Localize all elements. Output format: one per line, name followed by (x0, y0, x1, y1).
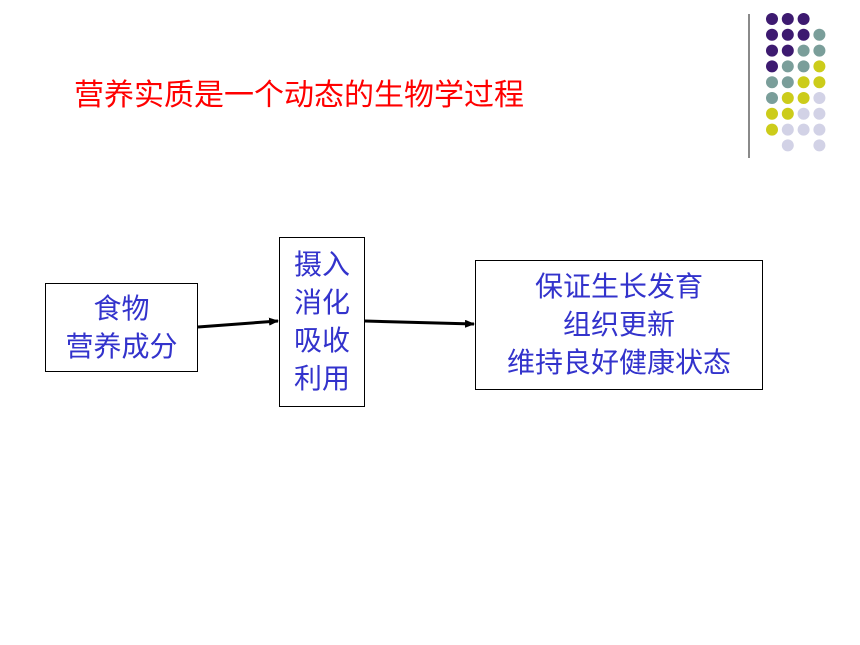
arrow-food-to-process (197, 317, 279, 329)
decorative-dot (766, 123, 778, 136)
decorative-dot (813, 44, 826, 57)
decorative-dot (797, 92, 810, 104)
decorative-dot (797, 60, 810, 73)
outcome-growth: 保证生长发育 (534, 270, 703, 303)
decorative-dot (781, 76, 794, 89)
food-nutrients-box: 食物 营养成分 (45, 283, 198, 372)
decorative-dot (766, 76, 778, 89)
decorative-dot (813, 92, 826, 104)
decorative-dot (813, 60, 826, 73)
decorative-dot (766, 28, 778, 41)
decorative-dot (797, 123, 810, 136)
outcomes-box: 保证生长发育 组织更新 维持良好健康状态 (475, 260, 763, 390)
decorative-dot (781, 13, 794, 25)
decorative-dot (797, 107, 810, 120)
decorative-dot (797, 76, 810, 89)
decorative-dot (813, 107, 826, 120)
arrow-process-to-outcomes (364, 319, 475, 328)
decorative-dot (813, 28, 826, 41)
decorative-dot (781, 28, 794, 41)
decorative-dot (781, 92, 794, 104)
process-step-absorption: 吸收 (293, 324, 350, 357)
decorative-dot (781, 139, 794, 152)
process-steps-box: 摄入 消化 吸收 利用 (279, 237, 365, 407)
decorative-dot (781, 60, 794, 73)
decorative-dot (766, 44, 778, 57)
decorative-dot (797, 28, 810, 41)
title-divider-line (748, 14, 750, 158)
decorative-dot (797, 44, 810, 57)
outcome-health: 维持良好健康状态 (506, 346, 731, 379)
slide-title: 营养实质是一个动态的生物学过程 (74, 78, 524, 113)
food-nutrients-line-2: 营养成分 (65, 329, 178, 363)
outcome-tissue-renewal: 组织更新 (562, 308, 675, 341)
decorative-dot (781, 44, 794, 57)
decorative-dot-grid (766, 13, 826, 152)
decorative-dot (797, 13, 810, 25)
process-step-digestion: 消化 (293, 286, 350, 319)
decorative-dot (766, 107, 778, 120)
decorative-dot (781, 123, 794, 136)
decorative-dot (813, 123, 826, 136)
decorative-dot (766, 92, 778, 104)
decorative-dot (781, 107, 794, 120)
food-nutrients-line-1: 食物 (93, 291, 150, 325)
decorative-dot (813, 139, 826, 152)
process-step-utilization: 利用 (293, 362, 350, 395)
decorative-dot (766, 13, 778, 25)
process-step-intake: 摄入 (293, 248, 350, 281)
decorative-dot (766, 60, 778, 73)
decorative-dot (813, 76, 826, 89)
